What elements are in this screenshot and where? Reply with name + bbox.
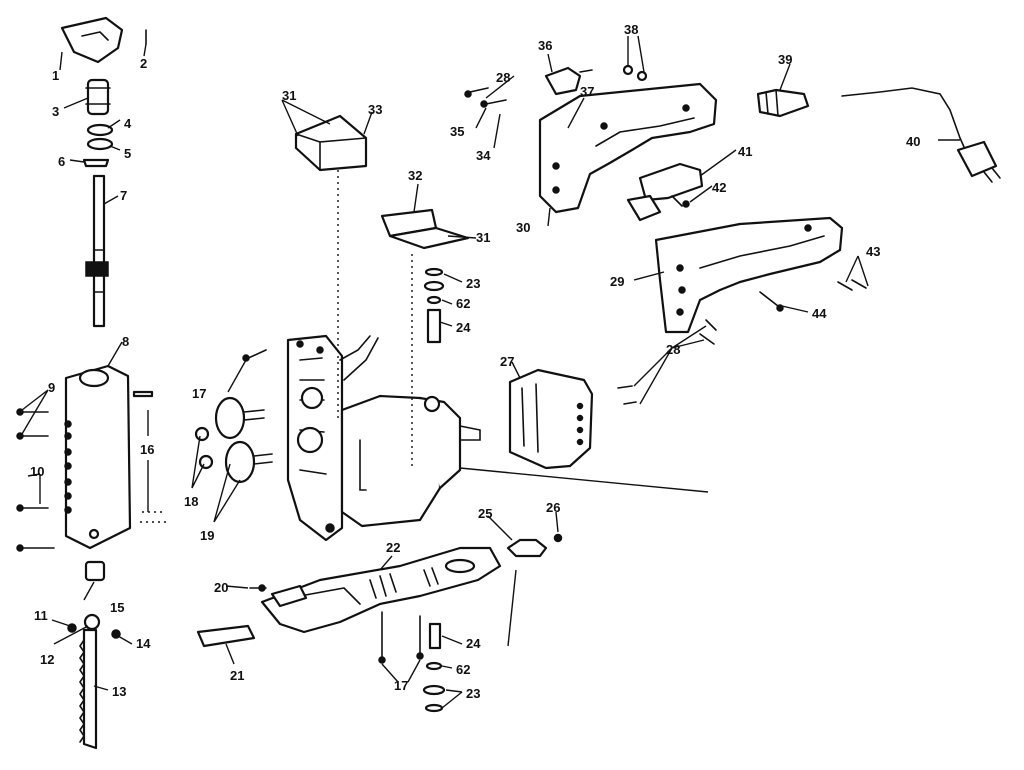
part-41-switch [626,162,704,222]
callout-43: 43 [866,244,880,259]
part-10-screws [16,504,55,552]
callout-33: 33 [368,102,382,117]
part-19-gears [214,396,273,484]
part-4-ring [86,123,114,137]
part-16-pin [132,390,154,398]
callout-18: 18 [184,494,198,509]
callout-17a: 17 [192,386,206,401]
callout-28a: 28 [496,70,510,85]
part-21-insert [196,624,256,648]
callout-23a: 23 [466,276,480,291]
callout-30: 30 [516,220,530,235]
part-9-screws [16,408,49,440]
motor-assembly [286,334,709,542]
part-40-power-cord [841,87,1001,183]
callout-16: 16 [140,442,154,457]
callout-10: 10 [30,464,44,479]
callout-41: 41 [738,144,752,159]
callout-13: 13 [112,684,126,699]
callout-26: 26 [546,500,560,515]
part-36-switch-lever [544,66,593,96]
part-13-blade [79,628,98,750]
callout-35: 35 [450,124,464,139]
callout-11: 11 [34,608,48,623]
part-6-screw [82,158,110,168]
callout-25: 25 [478,506,492,521]
callout-24a: 24 [456,320,471,335]
callout-29: 29 [610,274,624,289]
part-26-screw [553,533,563,543]
callout-12: 12 [40,652,54,667]
callout-31b: 31 [476,230,490,245]
callout-38: 38 [624,22,638,37]
part-32-bracket [380,208,470,250]
callout-20: 20 [214,580,228,595]
part-3-sleeve [85,78,111,116]
part-22-base-shoe [260,546,502,634]
callout-21: 21 [230,668,244,683]
callout-36: 36 [538,38,552,53]
callout-14: 14 [136,636,151,651]
callout-62b: 62 [456,662,470,677]
callout-44: 44 [812,306,827,321]
callout-15: 15 [110,600,124,615]
part-29-handle-half [654,216,844,334]
callout-7: 7 [120,188,127,203]
callout-4: 4 [124,116,132,131]
callout-17b: 17 [394,678,408,693]
part-20-blade-guide [249,584,308,608]
part-8-housing [64,364,132,550]
callout-8: 8 [122,334,129,349]
callout-37: 37 [580,84,594,99]
part-15-bushing [84,560,106,582]
part-39-cord-protector [756,88,810,118]
part-27-fan-cover [508,368,594,470]
callout-39: 39 [778,52,792,67]
callout-32: 32 [408,168,422,183]
part-33-block [294,114,368,172]
callout-9: 9 [48,380,55,395]
callout-31a: 31 [282,88,296,103]
callout-22: 22 [386,540,400,555]
part-30-handle-half [538,82,718,214]
callout-27: 27 [500,354,514,369]
callout-5: 5 [124,146,131,161]
callout-34: 34 [476,148,491,163]
part-25-bracket [506,538,548,647]
part-5-ring [86,137,114,151]
callout-2: 2 [140,56,147,71]
callout-23b: 23 [466,686,480,701]
callout-28b: 28 [666,342,680,357]
part-7-plunger-shaft [85,174,109,328]
callout-42: 42 [712,180,726,195]
callout-6: 6 [58,154,65,169]
callout-19: 19 [200,528,214,543]
callout-1: 1 [52,68,59,83]
callout-40: 40 [906,134,920,149]
callout-62a: 62 [456,296,470,311]
callout-3: 3 [52,104,59,119]
callout-24b: 24 [466,636,481,651]
part-1-knob [60,16,124,64]
